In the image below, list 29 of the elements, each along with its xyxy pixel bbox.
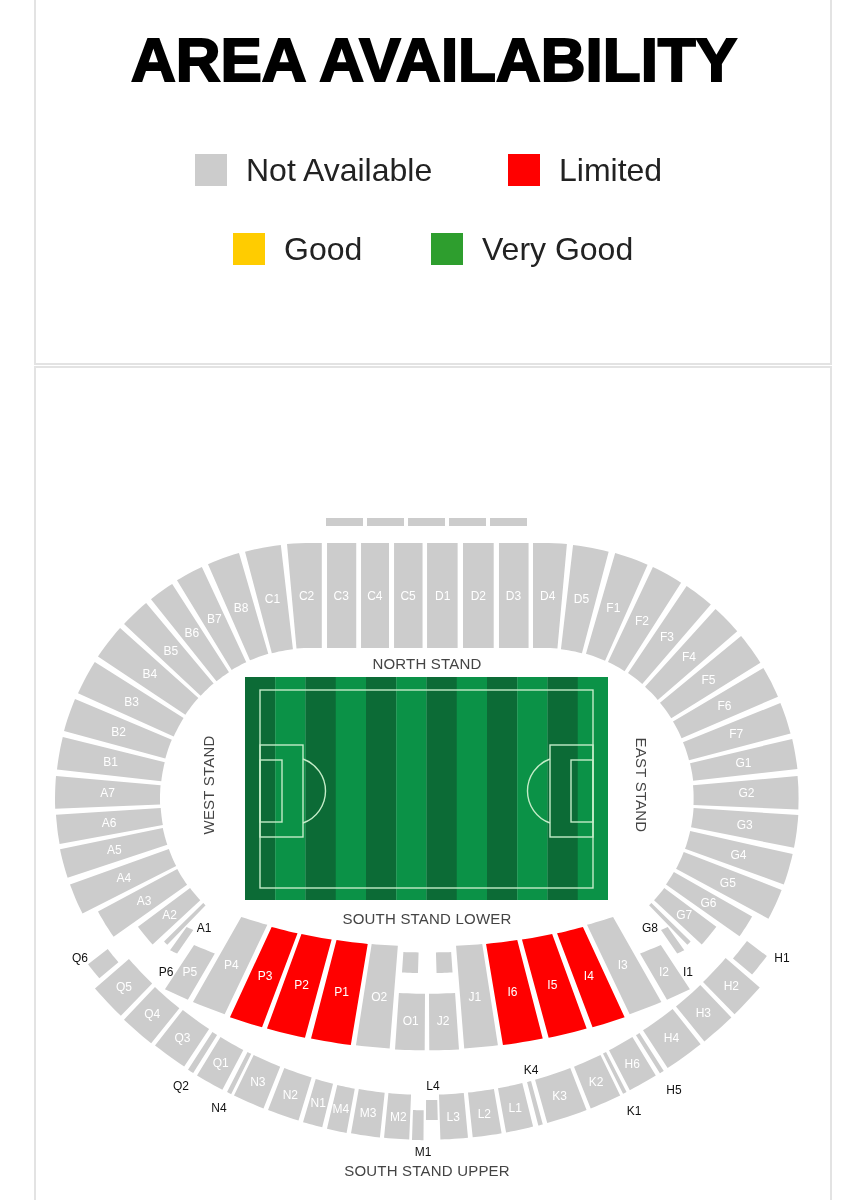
section-label: I5 (547, 978, 558, 993)
stand-label: SOUTH STAND UPPER (344, 1161, 510, 1179)
page-title: AREA AVAILABILITY (130, 24, 738, 96)
section-label: P6 (158, 965, 174, 979)
section-label: P1 (334, 985, 349, 1000)
legend-label: Very Good (482, 230, 634, 268)
section-label: I6 (507, 985, 518, 1000)
section-label: Q2 (173, 1079, 189, 1093)
section-label: P3 (257, 968, 273, 983)
section-label: H1 (774, 951, 790, 965)
stand-label: SOUTH STAND LOWER (342, 909, 512, 927)
section-label: I4 (583, 968, 594, 983)
section-label: I1 (683, 965, 693, 979)
section-label: K4 (523, 1063, 539, 1077)
section-label: G8 (642, 921, 658, 935)
section-label: P2 (294, 978, 309, 993)
section-label: L4 (426, 1079, 440, 1093)
section-label: M1 (414, 1145, 432, 1159)
legend-label: Good (284, 230, 363, 268)
legend-label: Limited (559, 151, 663, 189)
section-label: H5 (666, 1083, 682, 1097)
section-label: N4 (211, 1101, 227, 1115)
stand-label: EAST STAND (632, 737, 650, 833)
stand-label: WEST STAND (199, 735, 217, 835)
stand-label: NORTH STAND (372, 654, 482, 672)
section-label: K1 (626, 1104, 642, 1118)
section-label: Q6 (72, 951, 88, 965)
section-label: A1 (196, 921, 212, 935)
legend-label: Not Available (246, 151, 433, 189)
